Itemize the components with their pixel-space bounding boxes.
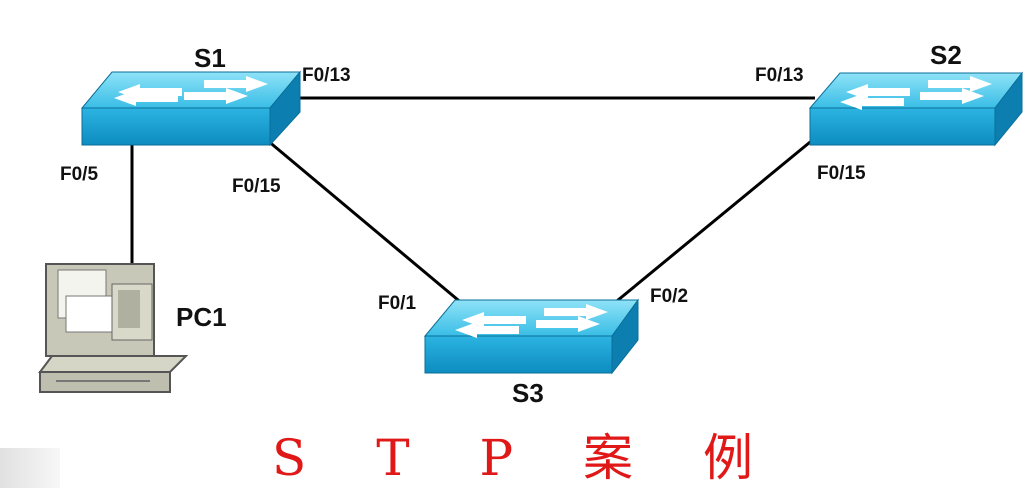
link-s2-s3 [611,136,816,307]
switch-s2-icon [808,71,1024,147]
s3-label: S3 [512,378,544,408]
port-label-s1-f05: F0/5 [60,164,99,185]
s2-label: S2 [930,40,962,70]
title-char-4: 案 [583,429,635,487]
title-char-2: T [376,429,411,487]
port-label-s1-f013: F0/13 [302,65,351,86]
link-s1-s3 [254,128,471,312]
title-char-1: S [272,429,308,487]
pc1-label: PC1 [176,302,227,332]
port-label-s3-f02: F0/2 [650,286,689,307]
s1-label: S1 [194,43,226,73]
title-char-5: 例 [702,429,754,487]
diagram-title: S T P 案 例 [0,418,1026,490]
port-label-s2-f013: F0/13 [755,65,804,86]
switch-s1-icon [80,70,302,147]
pc1-icon [38,263,189,393]
port-label-s2-f015: F0/15 [817,163,866,184]
switch-s3-icon [423,298,639,375]
title-char-3: P [479,429,515,487]
port-label-s3-f01: F0/1 [378,293,417,314]
watermark-fragment [0,448,60,488]
port-label-s1-f015: F0/15 [232,176,281,197]
